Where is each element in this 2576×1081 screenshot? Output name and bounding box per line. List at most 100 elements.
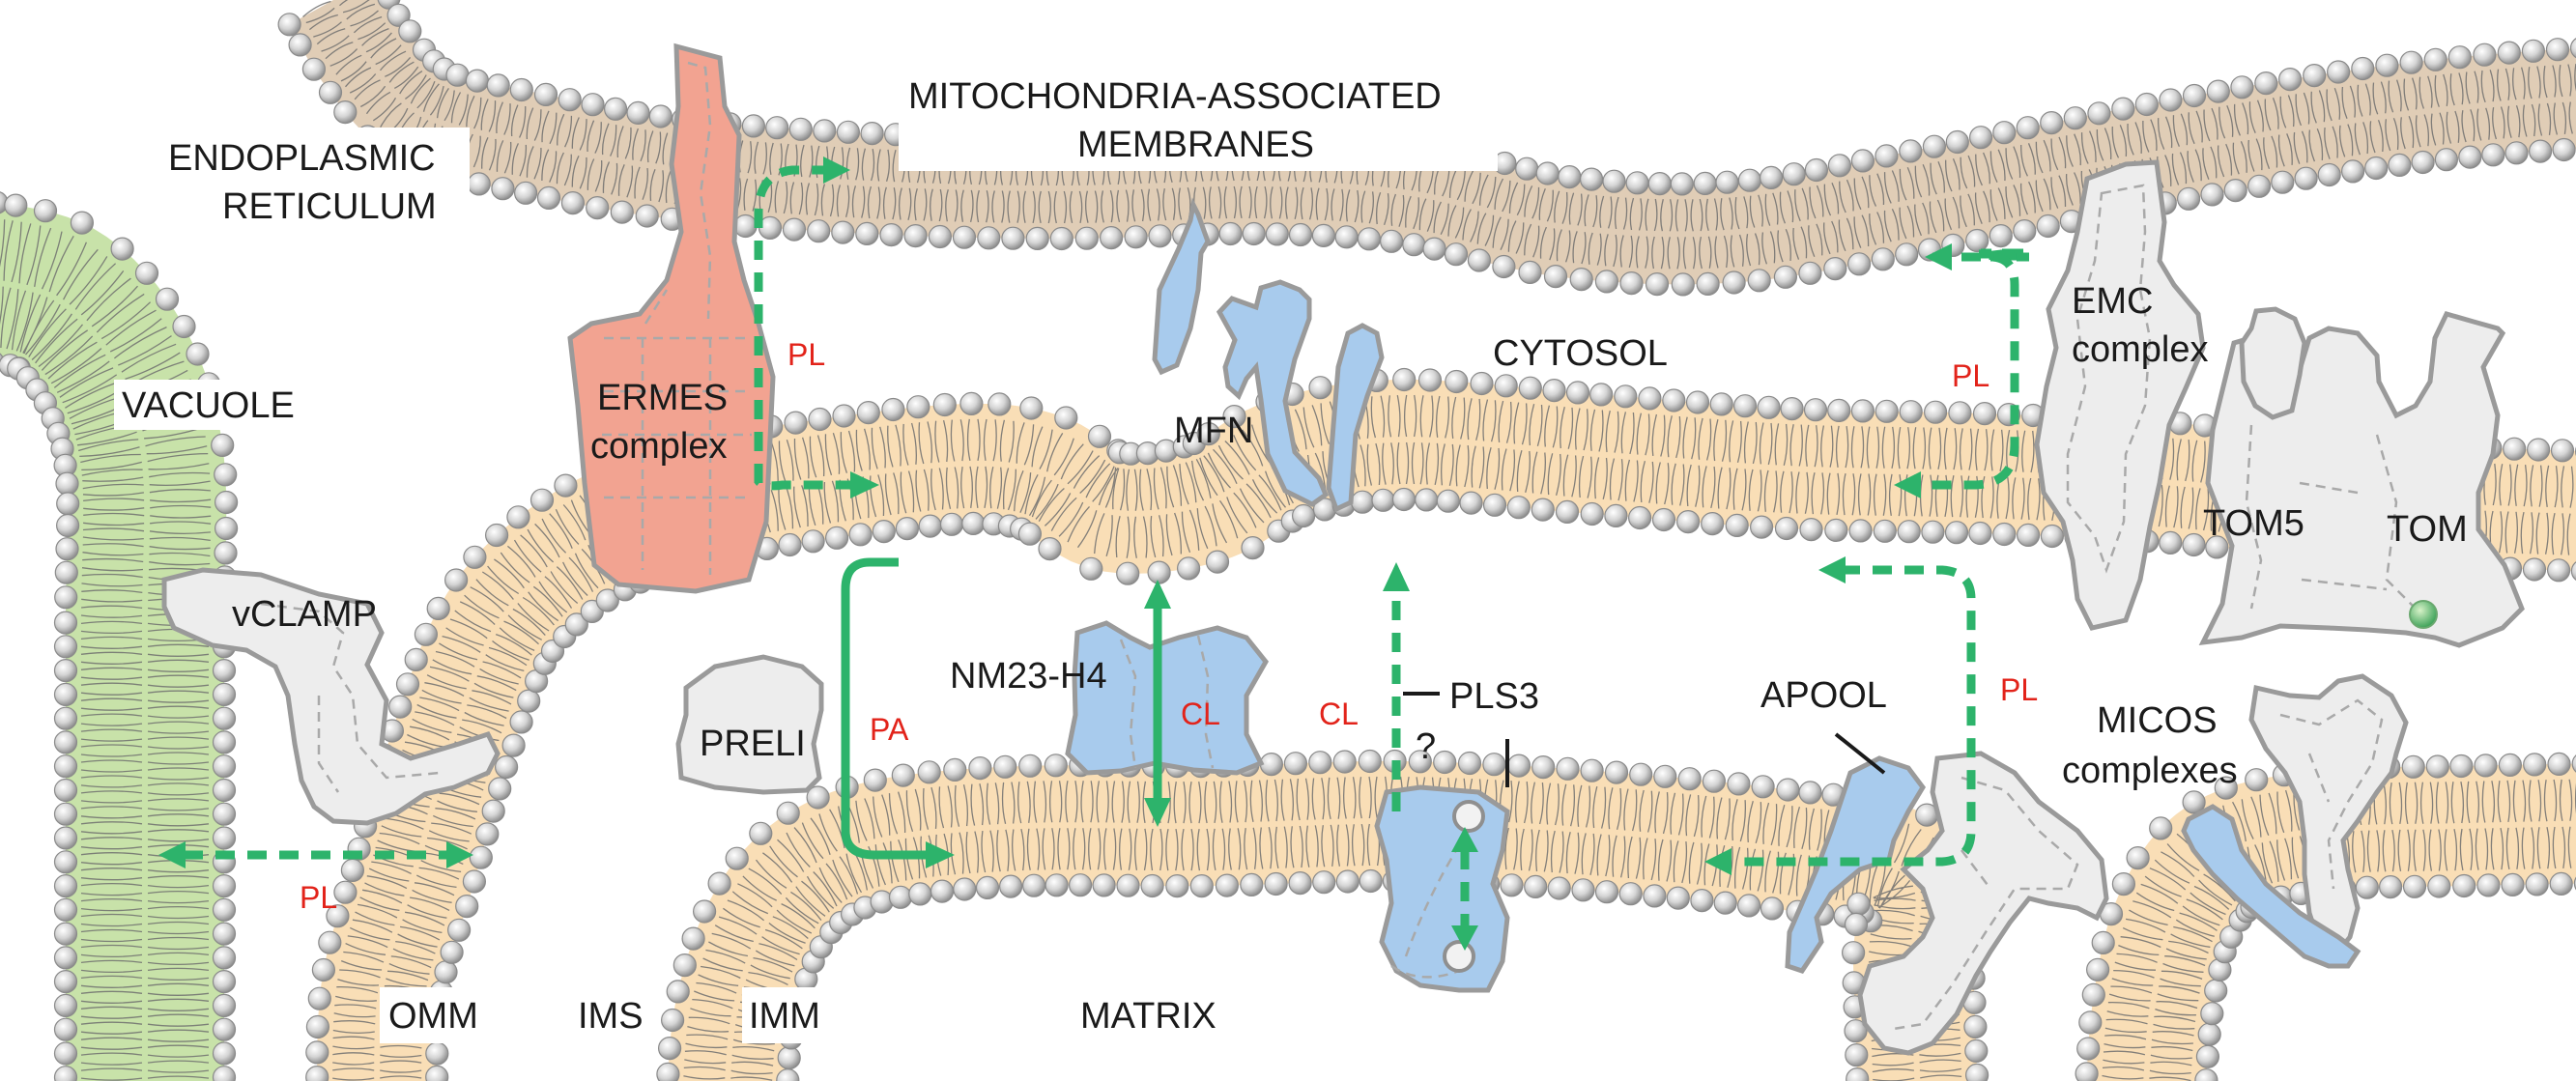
er-membrane-lipid-head: [1969, 126, 1993, 150]
imm-membrane-lipid-head: [968, 755, 992, 781]
er-membrane-lipid-head: [1670, 172, 1694, 196]
pls3-lipid-head-top: [1452, 800, 1485, 833]
mfn-protein: [1152, 197, 1385, 513]
omm-membrane-lipid-head: [932, 392, 957, 417]
er-membrane-lipid-head: [741, 114, 766, 138]
er-membrane-lipid-head: [610, 200, 634, 224]
omm-membrane-lipid-head: [1850, 399, 1875, 423]
imm-membrane-lipid-head: [975, 875, 1000, 900]
omm-membrane-lipid-head: [469, 845, 493, 869]
er-membrane-lipid-head: [1759, 165, 1784, 189]
imm-crista-right-lipid-head: [2452, 873, 2476, 898]
vacuole-membrane-lipid-head: [212, 1066, 237, 1081]
vacuole-membrane-lipid-head: [54, 560, 78, 584]
imm-membrane-lipid-head: [1332, 750, 1357, 774]
er-membrane-lipid-head: [2521, 39, 2545, 63]
imm-membrane-lipid-head: [1283, 752, 1308, 776]
er-membrane-lipid-head: [860, 122, 884, 146]
omm-membrane-lipid-head: [447, 918, 472, 942]
omm-membrane-lipid-head: [434, 960, 458, 984]
er-membrane-lipid-head: [2458, 145, 2482, 169]
er-membrane-lipid-head: [581, 93, 605, 117]
er-membrane-lipid-head: [486, 73, 510, 98]
omm-membrane-lipid-head: [494, 754, 519, 780]
imm-crista-right-lipid-head: [2523, 753, 2547, 777]
er-membrane-lipid-head: [2278, 67, 2303, 92]
er-membrane-lipid-head: [1602, 169, 1626, 193]
er-membrane-lipid-head: [2481, 143, 2505, 167]
imm-membrane-lipid-head: [673, 953, 697, 978]
omm-membrane-lipid-head: [506, 505, 530, 529]
omm-membrane-lipid-head: [488, 777, 512, 801]
imm-crista-right-lipid-head: [2078, 1010, 2103, 1035]
label-question-mark: ?: [1416, 726, 1436, 767]
omm-imm-transfer-arrow: [1739, 565, 1976, 867]
imm-membrane-lipid-head: [1841, 941, 1866, 965]
er-membrane-lipid-head: [1402, 233, 1426, 257]
omm-membrane-lipid-head: [484, 523, 509, 548]
imm-membrane-lipid-head: [1531, 754, 1556, 780]
imm-membrane-lipid-head: [1963, 1014, 1988, 1039]
omm-membrane-lipid-head: [881, 397, 905, 422]
omm-membrane-lipid-head: [1415, 488, 1439, 512]
er-membrane-lipid-head: [1823, 257, 1847, 281]
omm-membrane-lipid-head: [475, 822, 500, 846]
omm-membrane-lipid-head: [1019, 396, 1044, 420]
vacuole-membrane-lipid-head: [53, 873, 78, 898]
arrowhead-icon: [1451, 925, 1478, 951]
omm-membrane-lipid-head: [1638, 386, 1662, 411]
er-membrane-lipid-head: [2447, 45, 2472, 70]
imm-membrane-lipid-head: [1713, 891, 1737, 915]
er-membrane-lipid-head: [1515, 156, 1539, 181]
er-membrane-lipid-head: [2294, 166, 2318, 190]
imm-membrane-lipid-head: [1666, 886, 1690, 910]
imm-membrane-lipid-head: [1264, 871, 1288, 896]
omm-membrane-lipid-head: [1897, 520, 1921, 544]
imm-membrane-lipid-head: [1677, 767, 1702, 791]
er-membrane-lipid-head: [836, 120, 861, 144]
imm-membrane-lipid-head: [888, 885, 913, 909]
vacuole-membrane-lipid-head: [53, 946, 78, 970]
imm-crista-right-lipid-head: [2111, 871, 2135, 896]
label-tom5: TOM5: [2203, 503, 2304, 544]
transport-type-labels: PL PL PL PL PA CL CL: [300, 337, 2038, 915]
omm-membrane-lipid-head: [1147, 560, 1171, 584]
arrowhead-icon: [850, 471, 879, 498]
omm-membrane-lipid-head: [395, 672, 420, 697]
imm-membrane-lipid-head: [1165, 873, 1189, 898]
imm-membrane-lipid-head: [1457, 751, 1482, 776]
omm-membrane-lipid-head: [1899, 400, 1923, 424]
er-membrane-lipid-head: [2351, 56, 2375, 81]
er-membrane-lipid-head: [2254, 71, 2278, 96]
er-membrane-lipid-head: [813, 119, 837, 143]
label-micos-line2: complexes: [2062, 751, 2238, 791]
imm-crista-right-lipid-head: [2075, 1062, 2099, 1081]
omm-membrane-lipid-head: [1873, 519, 1897, 543]
er-membrane-lipid-head: [318, 80, 343, 104]
omm-membrane-lipid-head: [501, 733, 526, 757]
label-ermes-line2: complex: [590, 426, 728, 467]
label-pl-ermes: PL: [787, 337, 825, 372]
label-vclamp: vCLAMP: [232, 594, 377, 635]
er-membrane-lipid-head: [2411, 150, 2435, 175]
omm-membrane-lipid-head: [1921, 520, 1945, 544]
er-membrane-lipid-head: [1444, 242, 1469, 267]
er-membrane-lipid-head: [1467, 248, 1492, 272]
vacuole-membrane-lipid-head: [214, 541, 238, 565]
nm23-h4-protein: [1065, 620, 1270, 776]
er-membrane-lipid-head: [1049, 226, 1073, 251]
label-cl-nm23: CL: [1181, 697, 1220, 731]
er-membrane-lipid-head: [1311, 223, 1336, 247]
er-membrane-lipid-head: [1804, 157, 1829, 183]
omm-membrane-lipid-head: [2040, 524, 2064, 549]
imm-membrane-lipid-head: [1482, 753, 1506, 777]
er-membrane-lipid-head: [2016, 116, 2040, 140]
imm-membrane-lipid-head: [917, 760, 941, 784]
er-membrane-lipid-head: [2473, 43, 2497, 67]
label-mam-line2: MEMBRANES: [1077, 125, 1314, 165]
omm-membrane-lipid-head: [1774, 516, 1799, 541]
omm-membrane-lipid-head: [440, 940, 464, 964]
omm-membrane-lipid-head: [1580, 501, 1604, 526]
er-membrane-lipid-head: [1569, 268, 1593, 292]
imm-membrane-lipid-head: [1965, 1063, 1989, 1081]
